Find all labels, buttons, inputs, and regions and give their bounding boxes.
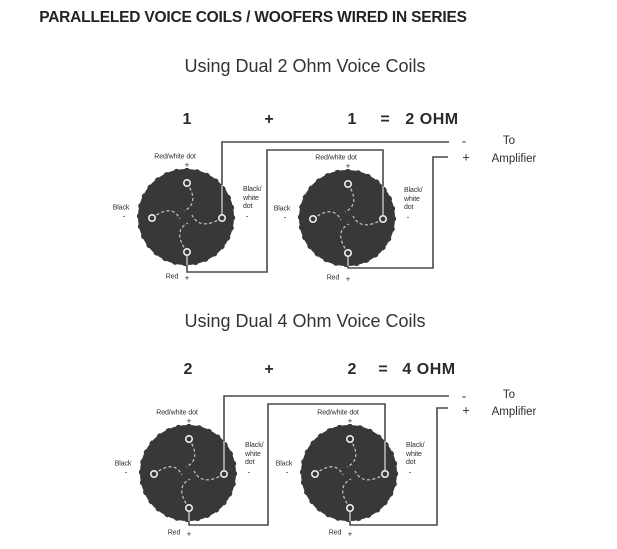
amp1-label: Amplifier	[491, 153, 537, 165]
woofer-2-graphic	[297, 168, 397, 268]
woofer2-red-white-dot-label: Red/white dot	[315, 154, 357, 162]
woofer3-black-label: Black	[114, 460, 132, 468]
amp1-positive-terminal: +	[462, 149, 470, 165]
woofer-4-graphic	[299, 423, 399, 523]
wire-woofer3-negative-to-amp	[223, 395, 449, 442]
woofer3-minus-mark: -	[124, 467, 128, 477]
woofer1-plus-mark: +	[184, 160, 190, 170]
wire-woofer4-positive-to-amp	[349, 407, 448, 526]
woofer4-right-minus-mark: -	[408, 467, 412, 477]
woofer3-right-minus-mark: -	[247, 467, 251, 477]
woofer4-plus-mark: +	[347, 416, 353, 426]
woofer2-red-label: Red	[326, 274, 340, 282]
section2-subtitle: Using Dual 4 Ohm Voice Coils	[184, 311, 426, 331]
equation1-result: 2 OHM	[405, 111, 459, 128]
wire-woofer3-positive-to-woofer4	[188, 403, 386, 526]
woofer3-black-white-dot-label: Black/ white dot	[245, 442, 264, 466]
equation2-plus-sign: +	[264, 361, 274, 378]
woofer1-red-plus-mark: +	[184, 273, 190, 283]
woofer2-black-label: Black	[273, 205, 291, 213]
woofer1-red-white-dot-label: Red/white dot	[154, 153, 196, 161]
section1-subtitle: Using Dual 2 Ohm Voice Coils	[184, 56, 426, 76]
woofer1-right-minus-mark: -	[245, 211, 249, 221]
amp2-negative-terminal: -	[461, 388, 467, 404]
amp2-positive-terminal: +	[462, 402, 470, 418]
woofer4-red-plus-mark: +	[347, 529, 353, 539]
wire-woofer1-positive-to-woofer2	[186, 149, 384, 273]
woofer1-minus-mark: -	[122, 211, 126, 221]
woofer1-black-label: Black	[112, 204, 130, 212]
woofer4-black-white-dot-label: Black/ white dot	[406, 442, 425, 466]
amp2-label: Amplifier	[491, 406, 537, 418]
woofer3-plus-mark: +	[186, 416, 192, 426]
woofer-1-graphic	[136, 167, 236, 267]
equation1-equals-sign: =	[380, 111, 390, 128]
equation2-operand2: 2	[347, 361, 357, 378]
equation2-result: 4 OHM	[402, 361, 456, 378]
amp2-to-text: To	[502, 389, 516, 401]
woofer2-plus-mark: +	[345, 161, 351, 171]
equation2-equals-sign: =	[378, 361, 388, 378]
woofer4-black-label: Black	[275, 460, 293, 468]
wire-woofer1-negative-to-amp	[221, 141, 449, 186]
main-title: PARALLELED VOICE COILS / WOOFERS WIRED I…	[39, 9, 467, 26]
woofer3-red-white-dot-label: Red/white dot	[156, 409, 198, 417]
wire-woofer2-positive-to-amp	[347, 156, 448, 269]
woofer1-red-label: Red	[165, 273, 179, 281]
woofer2-black-white-dot-label: Black/ white dot	[404, 187, 423, 211]
woofer3-red-label: Red	[167, 529, 181, 537]
woofer-3-graphic	[138, 423, 238, 523]
amp1-negative-terminal: -	[461, 133, 467, 149]
woofer2-red-plus-mark: +	[345, 274, 351, 284]
amp1-to-text: To	[502, 135, 516, 147]
equation1-operand1: 1	[182, 111, 192, 128]
woofer2-right-minus-mark: -	[406, 212, 410, 222]
woofer2-minus-mark: -	[283, 212, 287, 222]
woofer1-black-white-dot-label: Black/ white dot	[243, 186, 262, 210]
woofer4-red-white-dot-label: Red/white dot	[317, 409, 359, 417]
woofer4-minus-mark: -	[285, 467, 289, 477]
equation1-operand2: 1	[347, 111, 357, 128]
woofer4-red-label: Red	[328, 529, 342, 537]
woofer3-red-plus-mark: +	[186, 529, 192, 539]
equation1-plus-sign: +	[264, 111, 274, 128]
equation2-operand1: 2	[183, 361, 193, 378]
